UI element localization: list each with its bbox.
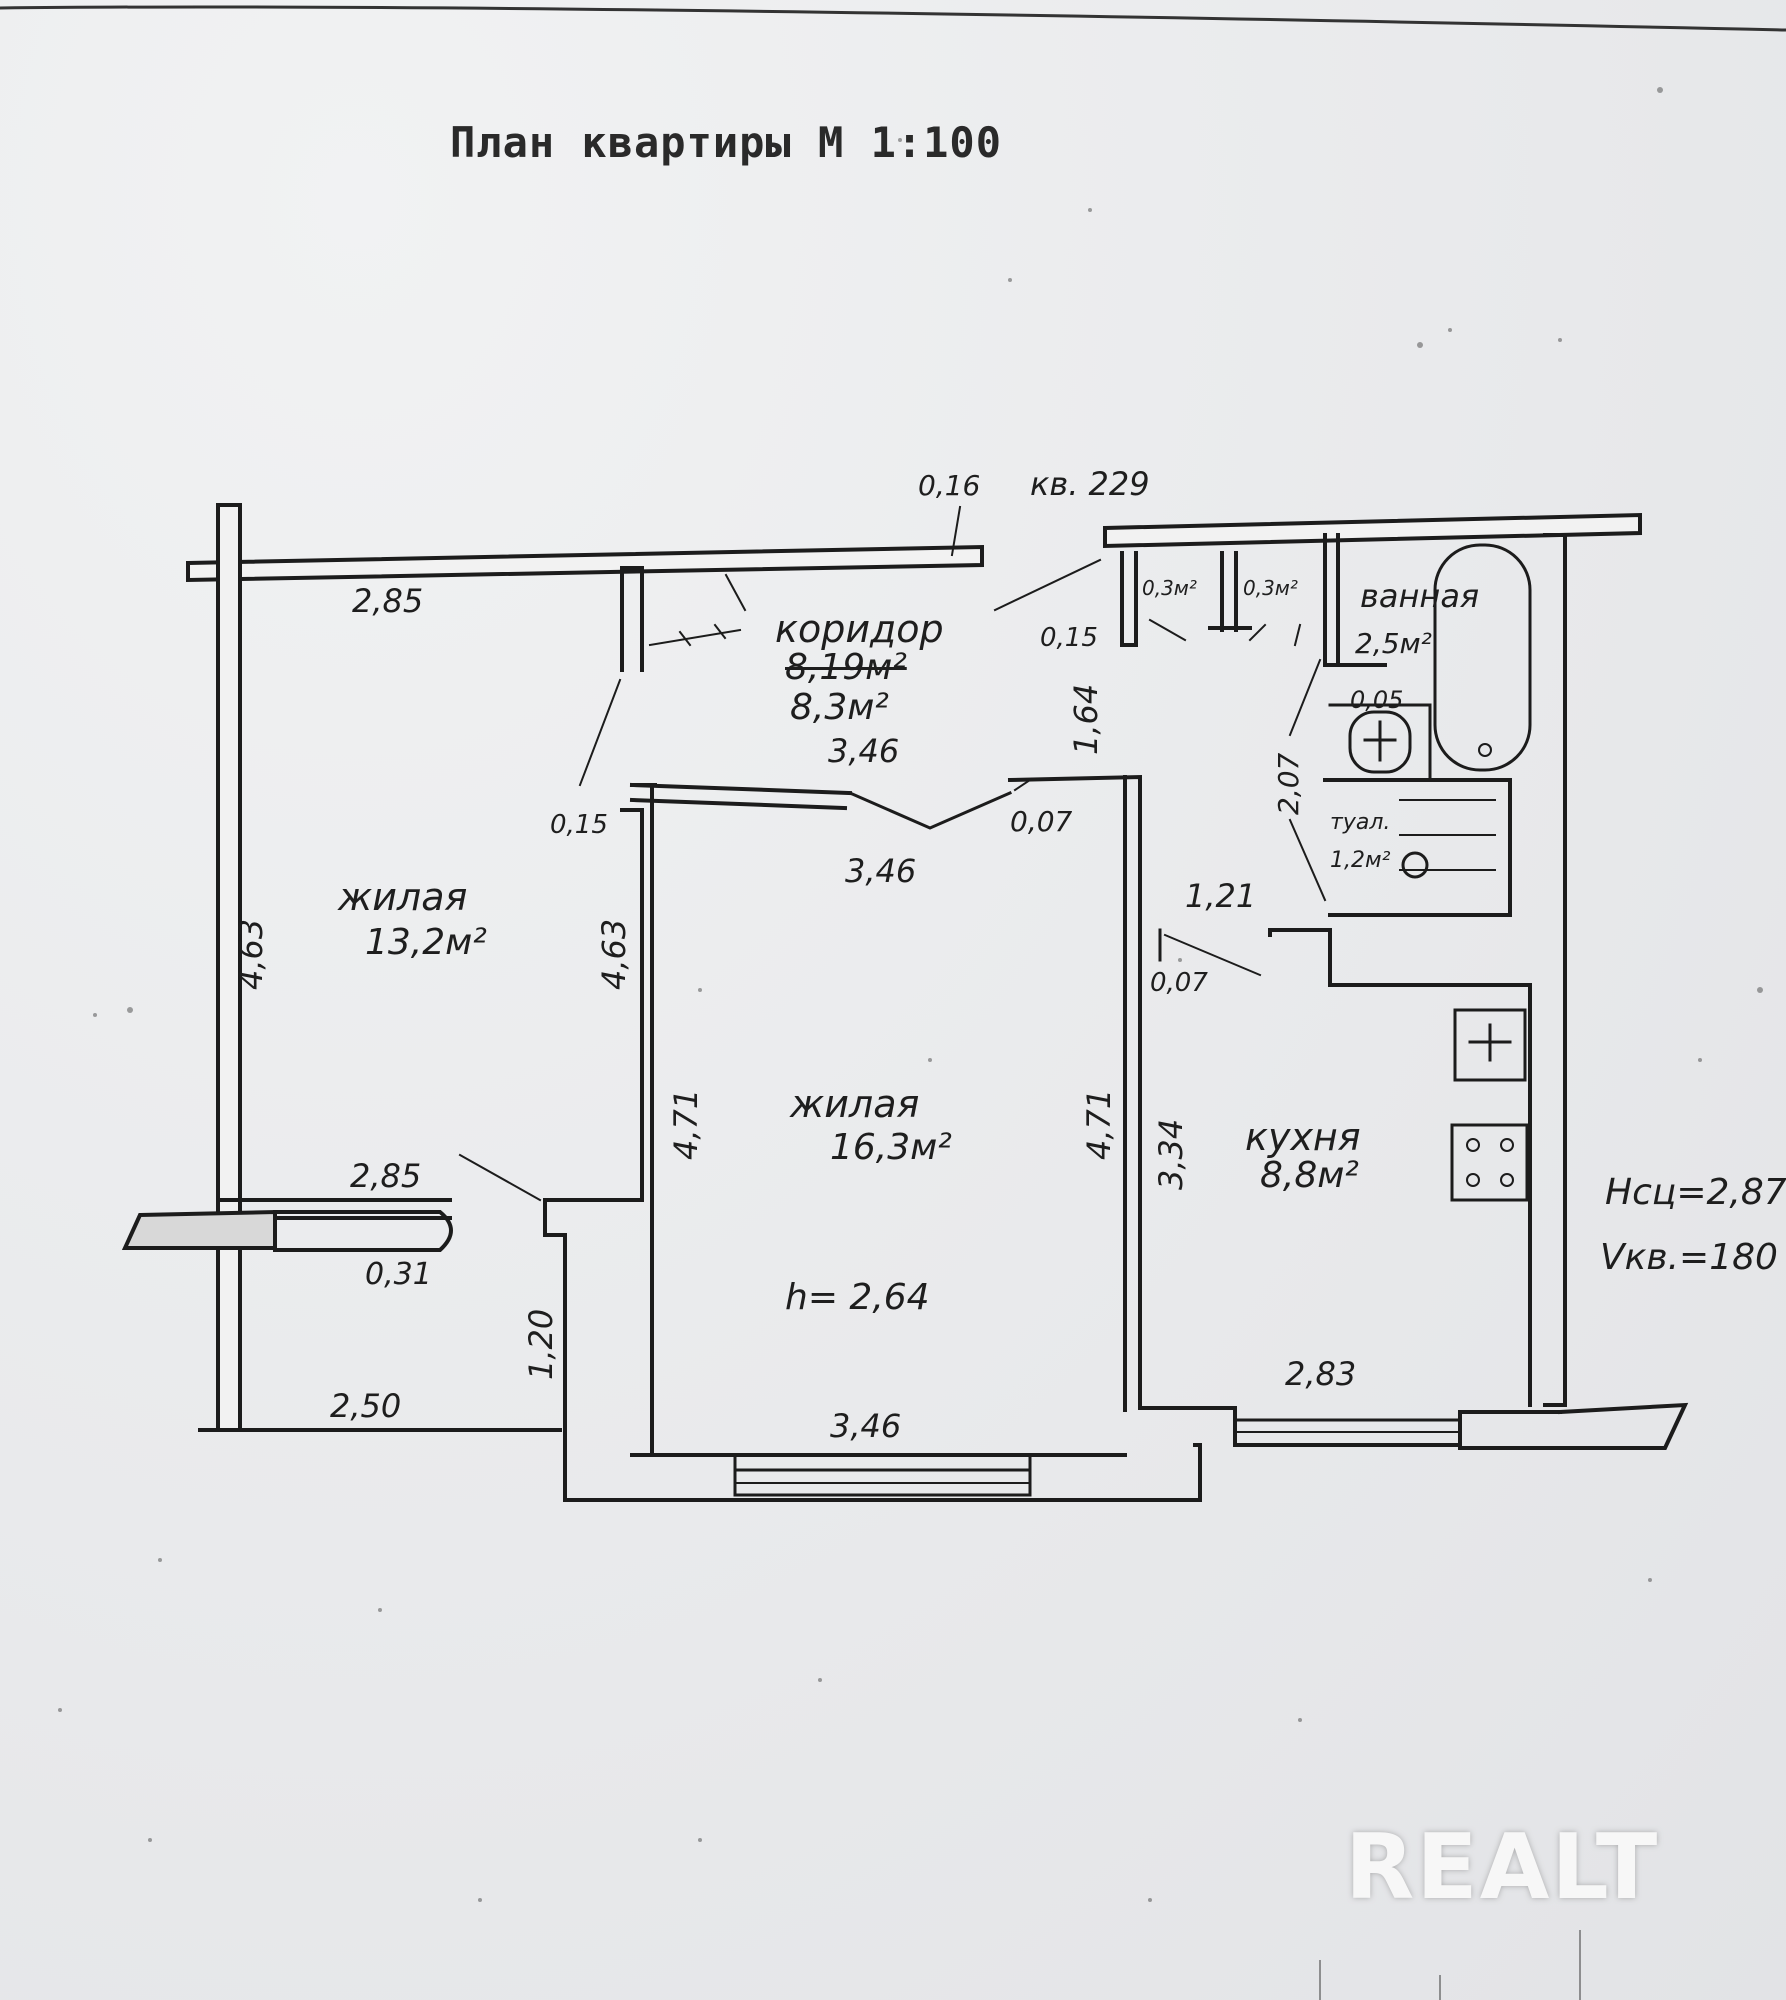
- room-living-center-name: жилая: [790, 1082, 920, 1126]
- apartment-number: кв. 229: [1030, 465, 1150, 503]
- dim-living-left-bottom: 2,85: [350, 1157, 422, 1195]
- kitchen-sink: [1453, 1008, 1527, 1082]
- bathtub: [1433, 543, 1532, 772]
- room-kitchen-area: 8,8м²: [1260, 1155, 1359, 1196]
- dim-living-left-right: 4,63: [595, 918, 633, 990]
- dim-kitchen-bottom: 2,83: [1285, 1355, 1357, 1393]
- plan-title: План квартиры М 1:100: [450, 118, 1003, 167]
- room-corridor-area: 8,3м²: [790, 687, 889, 728]
- room-corridor-name: коридор: [775, 607, 944, 651]
- kitchen-stove: [1450, 1123, 1529, 1202]
- left-room-right-wall: [620, 566, 644, 672]
- paper-edge: [0, 5, 1786, 32]
- dim-balcony-bottom: 2,50: [330, 1387, 402, 1425]
- right-wall: [1543, 533, 1567, 1407]
- balcony-slab: [121, 1209, 277, 1250]
- dim-corridor-door: 0,15: [1040, 623, 1098, 653]
- dim-top-wall: 0,16: [918, 469, 981, 502]
- room-toilet-name: туал.: [1330, 810, 1391, 835]
- dim-living-left-left: 4,63: [232, 918, 270, 990]
- closet-1-area: 0,3м²: [1142, 576, 1197, 600]
- dim-center-door: 0,07: [1010, 805, 1073, 838]
- closet-2-area: 0,3м²: [1243, 576, 1298, 600]
- top-wall-right: [1103, 512, 1642, 549]
- dim-balcony-height: 1,20: [522, 1308, 560, 1380]
- dim-corridor-width: 3,46: [828, 732, 900, 770]
- room-living-left-name: жилая: [338, 875, 468, 919]
- room-living-center-area: 16,3м²: [830, 1127, 952, 1168]
- dim-balcony-width: 0,31: [365, 1257, 432, 1292]
- sink: [1348, 710, 1412, 774]
- dim-kitchen-door-width: 1,21: [1185, 877, 1257, 915]
- dim-kitchen-left: 3,34: [1152, 1118, 1190, 1190]
- dim-center-top: 3,46: [845, 852, 917, 890]
- dim-door-left: 0,15: [550, 810, 608, 840]
- realt-watermark: REALT: [1345, 1815, 1660, 1920]
- room-kitchen-name: кухня: [1245, 1115, 1361, 1159]
- volume-note: Vкв.=180: [1600, 1237, 1778, 1278]
- room-corridor-area-crossed: 8,19м²: [785, 647, 907, 688]
- bathroom-block: [1323, 533, 1340, 667]
- dim-corridor-height: 1,64: [1067, 683, 1105, 755]
- room-living-center-height: h= 2,64: [785, 1277, 930, 1318]
- closets: [1120, 551, 1138, 647]
- top-wall-left: [186, 544, 984, 583]
- center-window: [733, 1453, 1032, 1497]
- room-living-left-area: 13,2м²: [365, 922, 487, 963]
- dim-center-left: 4,71: [667, 1088, 705, 1160]
- dim-center-right: 4,71: [1080, 1088, 1118, 1160]
- room-bathroom-area: 2,5м²: [1355, 627, 1432, 660]
- dim-center-bottom: 3,46: [830, 1407, 902, 1445]
- room-bathroom-name: ванная: [1360, 577, 1480, 615]
- dim-toilet-height: 2,07: [1272, 752, 1305, 815]
- dim-toilet-inner: 0,05: [1350, 686, 1404, 714]
- height-note: Нсц=2,87: [1605, 1172, 1786, 1213]
- dim-living-left-top: 2,85: [352, 582, 424, 620]
- room-toilet-area: 1,2м²: [1330, 848, 1391, 873]
- dim-kitchen-door: 0,07: [1150, 968, 1208, 998]
